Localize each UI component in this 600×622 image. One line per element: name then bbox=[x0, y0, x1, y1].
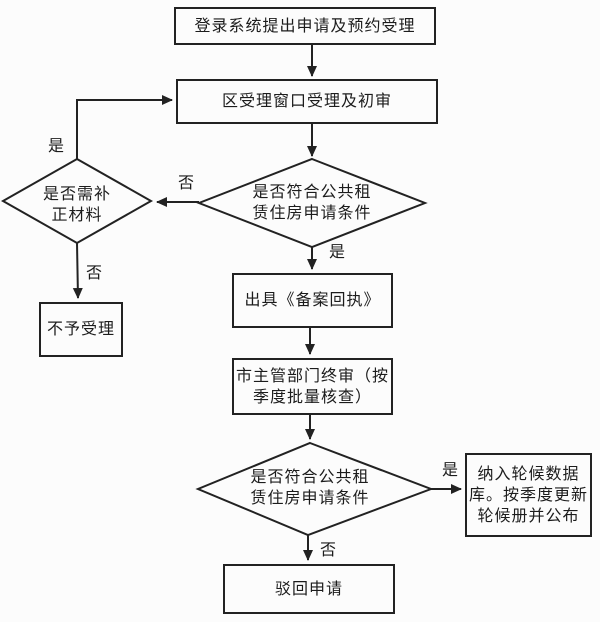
node-reject: 驳回申请 bbox=[223, 564, 395, 614]
node-issue-receipt: 出具《备案回执》 bbox=[232, 273, 393, 328]
edge-label-eligibility2-yes: 是 bbox=[441, 462, 458, 479]
node-eligibility-decision-1: 是否符合公共租 赁住房申请条件 bbox=[252, 184, 372, 222]
edge-label-eligibility1-yes: 是 bbox=[328, 244, 345, 261]
node-district-window: 区受理窗口受理及初审 bbox=[176, 79, 438, 124]
node-waiting-database: 纳入轮候数据 库。按季度更新 轮候册并公布 bbox=[465, 453, 592, 537]
edge-supplement-no-to-not-accepted bbox=[72, 242, 83, 299]
edge-label-supplement-no: 否 bbox=[85, 265, 102, 282]
edge-supplement-yes-to-district bbox=[76, 95, 173, 159]
node-final-review: 市主管部门终审（按 季度批量核查） bbox=[232, 358, 393, 415]
edge-label-eligibility1-no: 否 bbox=[177, 175, 194, 192]
node-eligibility-decision-2: 是否符合公共租 赁住房申请条件 bbox=[250, 469, 370, 507]
edge-label-supplement-yes: 是 bbox=[47, 138, 64, 155]
edge-label-eligibility2-no: 否 bbox=[319, 542, 336, 559]
node-not-accepted: 不予受理 bbox=[39, 302, 123, 357]
node-login: 登录系统提出申请及预约受理 bbox=[174, 7, 436, 45]
node-supplement-decision: 是否需补 正材料 bbox=[42, 186, 111, 224]
